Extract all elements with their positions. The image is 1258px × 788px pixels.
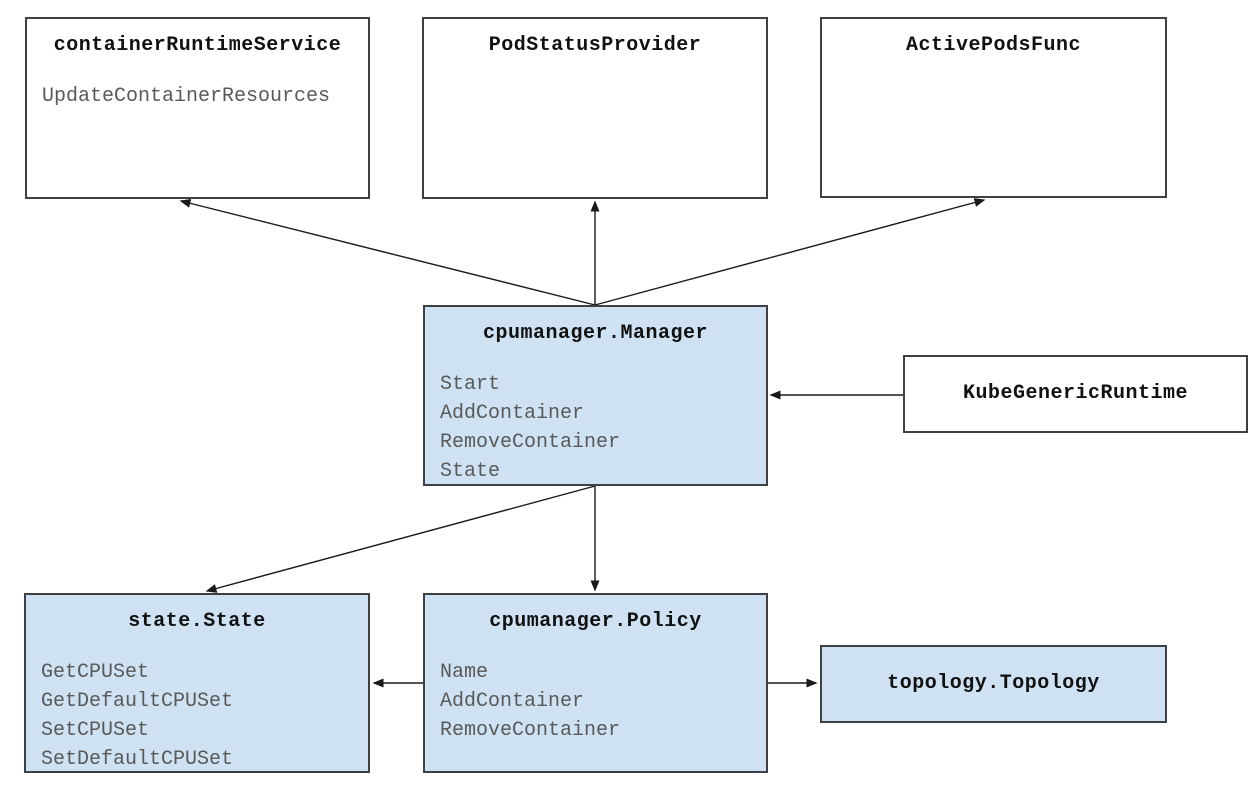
method-AddContainer: AddContainer	[440, 690, 585, 713]
node-active-pods-func: ActivePodsFunc	[820, 17, 1167, 198]
node-title-state-state: state.State	[128, 610, 266, 633]
node-title-topology-topology: topology.Topology	[887, 672, 1100, 695]
node-title-cpumanager-policy: cpumanager.Policy	[489, 610, 702, 633]
node-topology-topology: topology.Topology	[820, 645, 1167, 723]
node-methods-container-runtime-service: UpdateContainerResources	[27, 82, 368, 111]
method-UpdateContainerResources: UpdateContainerResources	[42, 85, 331, 108]
node-title-cpumanager-manager: cpumanager.Manager	[482, 322, 709, 345]
edge-manager-to-container-runtime-service	[179, 198, 596, 306]
method-RemoveContainer: RemoveContainer	[440, 719, 621, 742]
node-title-kube-generic-runtime: KubeGenericRuntime	[962, 382, 1189, 405]
method-State: State	[440, 460, 501, 483]
method-AddContainer: AddContainer	[440, 402, 585, 425]
edge-manager-to-active-pods-func	[594, 198, 986, 306]
method-Name: Name	[440, 661, 489, 684]
node-title-container-runtime-service: containerRuntimeService	[53, 34, 342, 57]
method-RemoveContainer: RemoveContainer	[440, 431, 621, 454]
node-title-active-pods-func: ActivePodsFunc	[905, 34, 1082, 57]
method-GetDefaultCPUSet: GetDefaultCPUSet	[41, 690, 234, 713]
edge-manager-to-state-state	[205, 485, 596, 593]
method-SetCPUSet: SetCPUSet	[41, 719, 150, 742]
method-GetCPUSet: GetCPUSet	[41, 661, 150, 684]
node-title-pod-status-provider: PodStatusProvider	[488, 34, 702, 57]
method-Start: Start	[440, 373, 501, 396]
node-kube-generic-runtime: KubeGenericRuntime	[903, 355, 1248, 433]
method-SetDefaultCPUSet: SetDefaultCPUSet	[41, 748, 234, 771]
node-pod-status-provider: PodStatusProvider	[422, 17, 768, 199]
